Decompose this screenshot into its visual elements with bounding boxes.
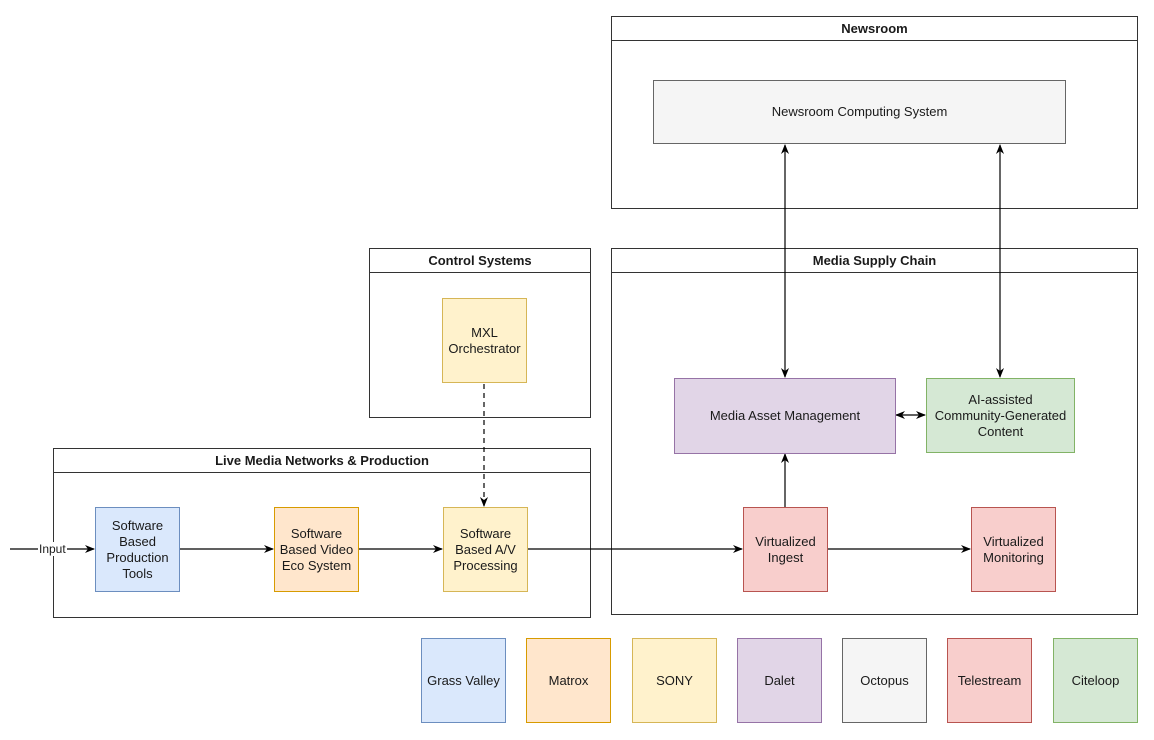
newsroom-header: Newsroom <box>612 17 1137 41</box>
legend-octopus: Octopus <box>842 638 927 723</box>
virtualized-monitoring-node[interactable]: Virtualized Monitoring <box>971 507 1056 592</box>
legend-telestream: Telestream <box>947 638 1032 723</box>
ai-community-content-node[interactable]: AI-assisted Community-Generated Content <box>926 378 1075 453</box>
media-asset-management-node[interactable]: Media Asset Management <box>674 378 896 454</box>
software-video-eco-system-node[interactable]: Software Based Video Eco System <box>274 507 359 592</box>
legend-grass-valley: Grass Valley <box>421 638 506 723</box>
legend-matrox: Matrox <box>526 638 611 723</box>
input-edge-label: Input <box>38 542 67 556</box>
virtualized-ingest-node[interactable]: Virtualized Ingest <box>743 507 828 592</box>
media-supply-chain-header: Media Supply Chain <box>612 249 1137 273</box>
software-av-processing-node[interactable]: Software Based A/V Processing <box>443 507 528 592</box>
control-systems-header: Control Systems <box>370 249 590 273</box>
live-media-header: Live Media Networks & Production <box>54 449 590 473</box>
software-production-tools-node[interactable]: Software Based Production Tools <box>95 507 180 592</box>
legend-citeloop: Citeloop <box>1053 638 1138 723</box>
newsroom-computing-system-node[interactable]: Newsroom Computing System <box>653 80 1066 144</box>
legend-sony: SONY <box>632 638 717 723</box>
legend-dalet: Dalet <box>737 638 822 723</box>
mxl-orchestrator-node[interactable]: MXL Orchestrator <box>442 298 527 383</box>
